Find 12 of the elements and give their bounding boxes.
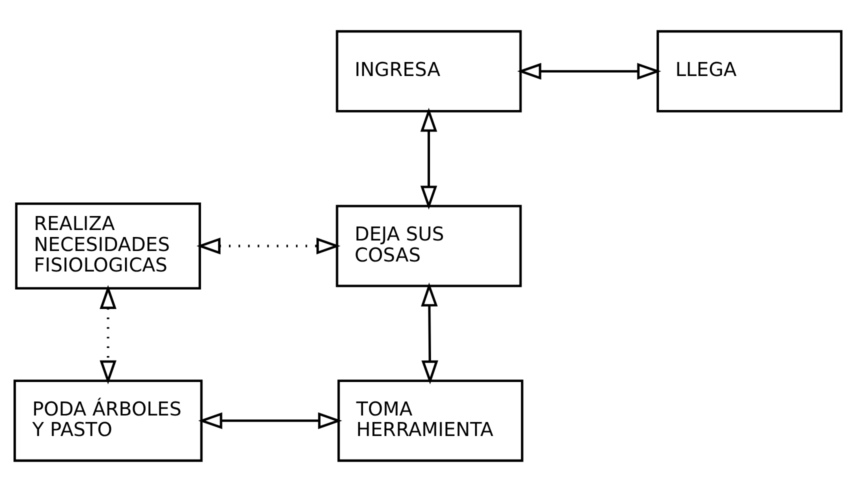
node-box: DEJA SUS COSAS bbox=[336, 204, 522, 288]
node-box: LLEGA bbox=[656, 30, 842, 112]
arrow bbox=[100, 285, 116, 384]
node-box: TOMA HERRAMIENTA bbox=[337, 380, 524, 462]
node-box: INGRESA bbox=[336, 30, 522, 112]
arrow bbox=[517, 62, 662, 80]
arrow bbox=[420, 108, 438, 210]
arrow bbox=[198, 412, 342, 430]
arrow bbox=[420, 282, 438, 384]
node-box: REALIZA NECESIDADES FISIOLOGICAS bbox=[15, 202, 202, 290]
node-box: PODA ÁRBOLES Y PASTO bbox=[14, 380, 203, 462]
arrow bbox=[196, 238, 340, 254]
